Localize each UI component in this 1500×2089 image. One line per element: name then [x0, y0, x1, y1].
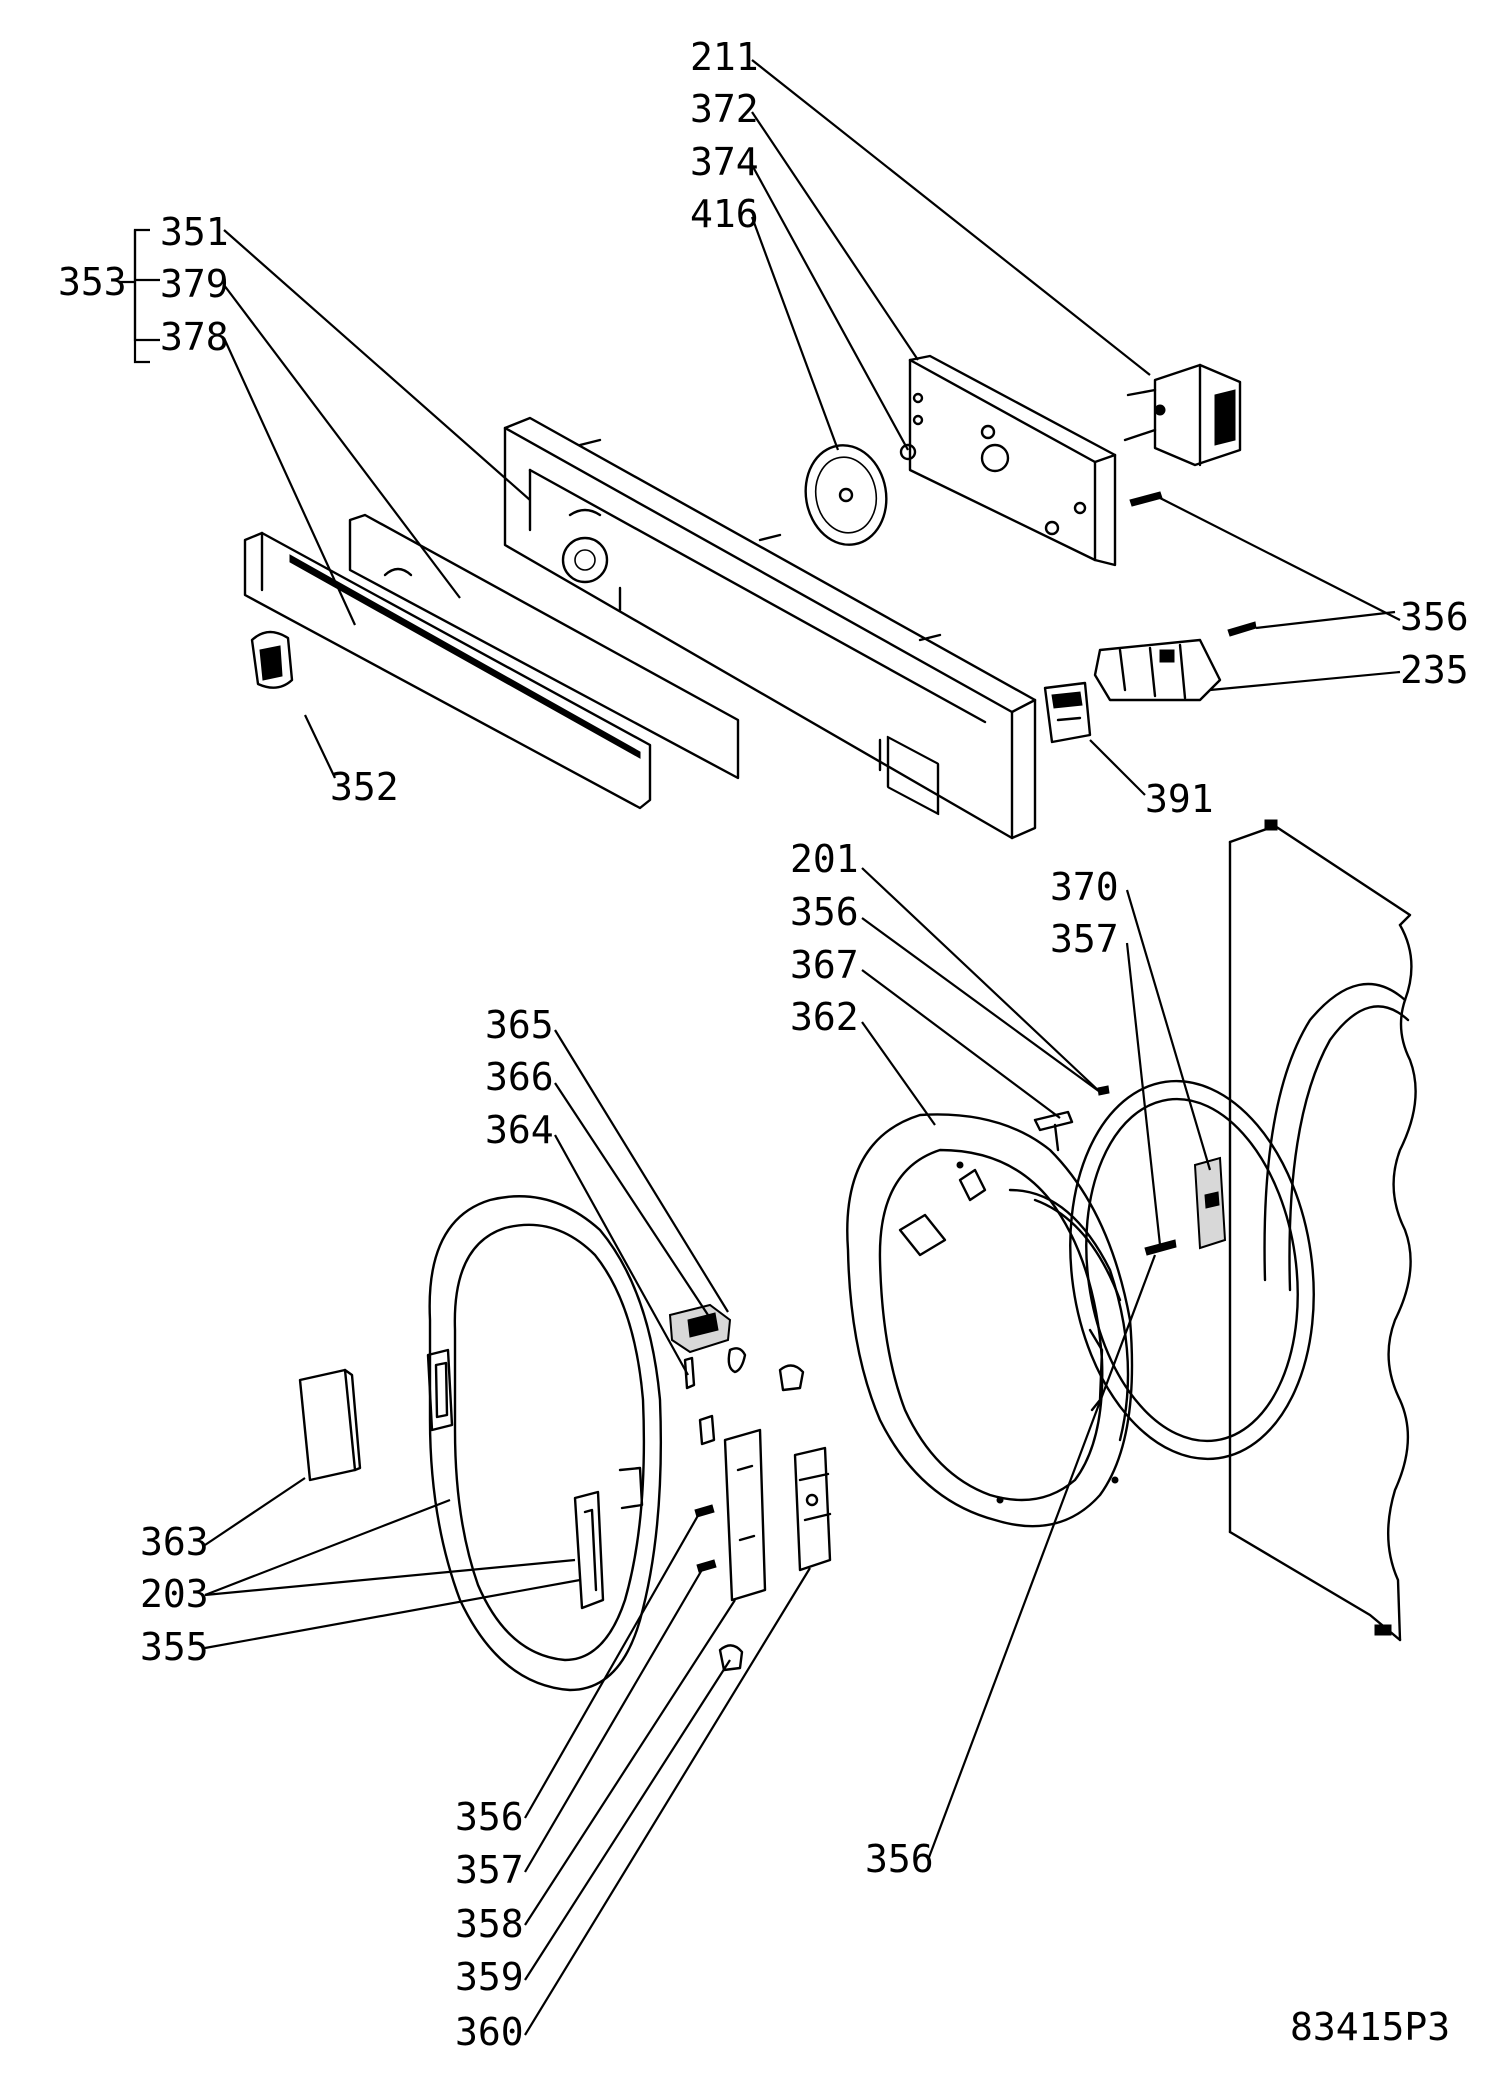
callout-416: 416	[690, 192, 759, 236]
hinge-plates-drawing	[718, 1428, 832, 1672]
callout-372: 372	[690, 87, 759, 131]
callout-365: 365	[485, 1003, 554, 1047]
callout-235: 235	[1400, 648, 1469, 692]
interlock-drawing	[1144, 1156, 1227, 1256]
timer-bracket-drawing	[899, 354, 1117, 567]
cabinet-front-drawing	[1228, 819, 1417, 1642]
small-switch-drawing	[1043, 681, 1092, 744]
knob-drawing	[250, 630, 294, 689]
callout-356-mid: 356	[790, 890, 859, 934]
callout-370: 370	[1050, 865, 1119, 909]
callout-356-right: 356	[865, 1837, 934, 1881]
leader-lines	[118, 59, 1401, 2036]
timer-unit-drawing	[1123, 363, 1242, 467]
front-frame-drawing	[846, 1113, 1134, 1528]
door-seal-drawing	[1069, 1079, 1315, 1461]
callout-211: 211	[690, 35, 759, 79]
callout-357-mid: 357	[1050, 917, 1119, 961]
callout-356-low: 356	[455, 1795, 524, 1839]
callout-352: 352	[330, 765, 399, 809]
door-ring-drawing	[426, 1195, 663, 1692]
door-handle-drawing	[573, 1490, 605, 1610]
callout-360: 360	[455, 2010, 524, 2054]
switch-drawing	[1093, 638, 1222, 702]
callout-378: 378	[160, 315, 229, 359]
callout-356-timer: 356	[1400, 595, 1469, 639]
control-panel-drawing	[503, 416, 1037, 840]
callout-367: 367	[790, 943, 859, 987]
panel-trim-drawing	[243, 531, 652, 810]
cover-drawing	[298, 1368, 362, 1482]
callout-363: 363	[140, 1520, 209, 1564]
callout-366: 366	[485, 1055, 554, 1099]
callout-362: 362	[790, 995, 859, 1039]
callout-355: 355	[140, 1625, 209, 1669]
callout-379: 379	[160, 262, 229, 306]
panel-overlay-drawing	[348, 513, 740, 780]
callout-364: 364	[485, 1108, 554, 1152]
callout-358: 358	[455, 1902, 524, 1946]
callout-351: 351	[160, 210, 229, 254]
hinge-parts-drawing	[668, 1303, 805, 1573]
callout-labels: 211 372 374 416 353 351 379 378 352 356 …	[58, 35, 1469, 2054]
callout-357-low: 357	[455, 1848, 524, 1892]
callout-353: 353	[58, 260, 127, 304]
lever-drawing	[1033, 1085, 1110, 1152]
callout-374: 374	[690, 140, 759, 184]
document-id: 83415P3	[1290, 2005, 1450, 2049]
programme-disc-drawing	[804, 444, 888, 546]
callout-391: 391	[1145, 777, 1214, 821]
callout-359: 359	[455, 1955, 524, 1999]
callout-203: 203	[140, 1572, 209, 1616]
callout-201: 201	[790, 837, 859, 881]
